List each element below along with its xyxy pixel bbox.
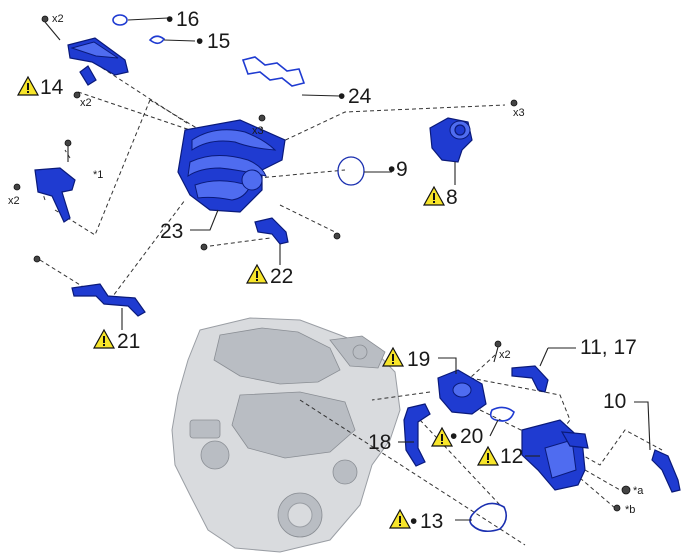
warning-icon-8: [422, 185, 446, 206]
gasket-9: [337, 156, 365, 186]
gasket-13: [469, 502, 508, 533]
bullet-24: •: [338, 85, 345, 108]
engine-block: [171, 317, 401, 553]
warning-icon-19: [381, 346, 405, 367]
hose-11-17: [511, 365, 549, 393]
callout-19: 19: [407, 348, 430, 371]
callout-16: 16: [176, 8, 199, 31]
qty-14-bottom: x2: [80, 97, 92, 109]
ref-star1: *1: [93, 169, 103, 181]
bullet-9: •: [388, 158, 395, 181]
callout-9: 9: [396, 158, 408, 181]
hose-10: [651, 449, 681, 493]
ref-star-b: *b: [625, 504, 635, 516]
gasket-20: [489, 406, 515, 422]
callout-22: 22: [270, 265, 293, 288]
ref-star-a: *a: [633, 485, 644, 497]
callout-11-17: 11, 17: [580, 336, 637, 359]
callout-12: 12: [500, 445, 523, 468]
intake-manifold-23: [177, 114, 286, 213]
gasket-15: [148, 35, 166, 45]
callout-10: 10: [603, 390, 626, 413]
callout-20: 20: [460, 425, 483, 448]
callout-21: 21: [117, 330, 140, 353]
warning-icon-13: [388, 508, 412, 529]
qty-14-top: x2: [52, 13, 64, 25]
warning-icon-20: [430, 426, 454, 447]
egr-valve-19: [437, 340, 502, 415]
throttle-body-8: [429, 99, 518, 163]
bullet-16: •: [166, 8, 173, 31]
callout-15: 15: [207, 30, 230, 53]
warning-icon-14: [16, 75, 40, 96]
callout-18: 18: [368, 431, 391, 454]
qty-8: x3: [513, 107, 525, 119]
bracket-1: [13, 139, 76, 223]
callout-23: 23: [160, 220, 183, 243]
bracket-14: [41, 15, 129, 99]
callout-8: 8: [446, 186, 458, 209]
leader-lines: [121, 17, 651, 521]
callout-24: 24: [348, 85, 372, 108]
hose-18: [403, 403, 431, 467]
hose-21: [33, 255, 146, 317]
qty-23: x3: [252, 125, 264, 137]
gasket-16: [112, 14, 128, 26]
qty-1: x2: [8, 195, 20, 207]
bracket-22: [200, 217, 341, 251]
bullet-20: •: [450, 425, 457, 448]
warning-icon-21: [92, 328, 116, 349]
warning-icon-22: [245, 263, 269, 284]
warning-icon-12: [476, 445, 500, 466]
egr-cooler-12: [521, 419, 631, 512]
bullet-15: •: [196, 30, 203, 53]
qty-19: x2: [499, 349, 511, 361]
gasket-24: [241, 56, 306, 87]
bullet-13: •: [410, 510, 417, 533]
callout-13: 13: [420, 510, 443, 533]
callout-14: 14: [40, 76, 64, 99]
